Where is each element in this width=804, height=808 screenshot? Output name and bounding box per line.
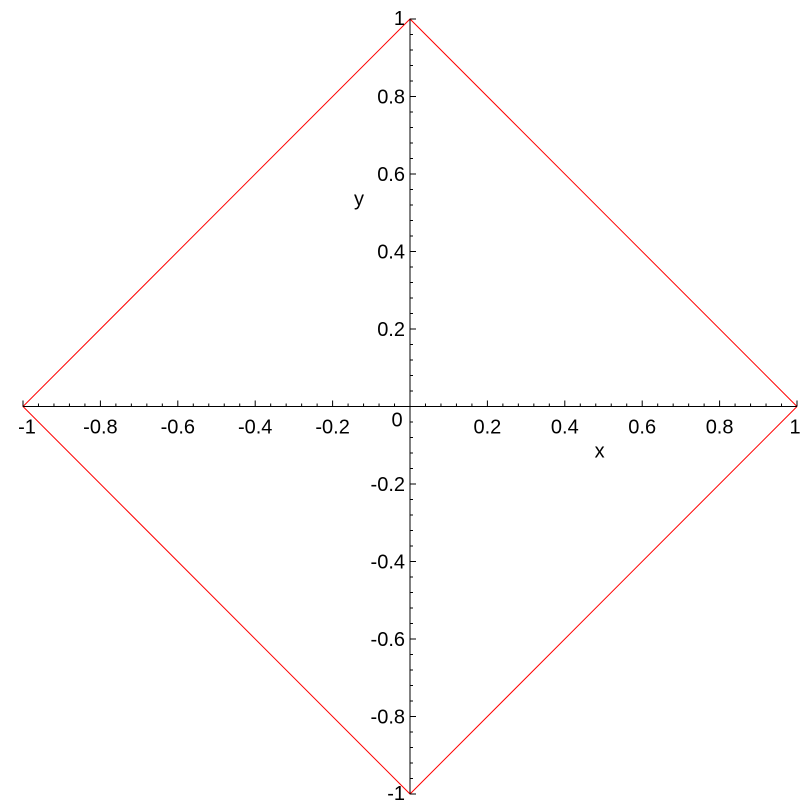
x-tick-label: -0.8 (83, 417, 117, 439)
x-axis-label: x (595, 441, 605, 463)
x-tick-label: -0.4 (238, 417, 272, 439)
axes-layer (22, 18, 798, 795)
x-tick-label: -0.2 (315, 417, 349, 439)
y-tick-label: -1 (387, 783, 405, 805)
y-tick-label: 0.4 (377, 242, 405, 264)
y-tick-label: -0.8 (371, 707, 405, 729)
x-tick-label: 0.2 (473, 417, 501, 439)
minor-ticks (37, 34, 783, 779)
labels-layer: -1 -0.8 -0.6 -0.4 -0.2 0 0.2 0.4 0.6 0.8 1 1 0.8 0.6 0… (18, 8, 800, 805)
x-tick-label: 0.4 (551, 417, 579, 439)
x-tick-label: -0.6 (161, 417, 195, 439)
x-tick-label: 0.6 (628, 417, 656, 439)
y-tick-label: 0.8 (377, 87, 405, 109)
y-tick-label: -0.2 (371, 474, 405, 496)
x-tick-label: 0.8 (706, 417, 734, 439)
y-tick-label: 0.6 (377, 164, 405, 186)
major-ticks (22, 18, 798, 795)
y-tick-label: 0.2 (377, 319, 405, 341)
x-tick-label: 0 (391, 410, 402, 432)
x-tick-label: 1 (789, 417, 800, 439)
y-tick-label: -0.6 (371, 629, 405, 651)
y-axis-label: y (354, 189, 364, 211)
x-tick-label: -1 (18, 417, 36, 439)
y-tick-label: -0.4 (371, 552, 405, 574)
y-tick-label: 1 (394, 8, 405, 30)
